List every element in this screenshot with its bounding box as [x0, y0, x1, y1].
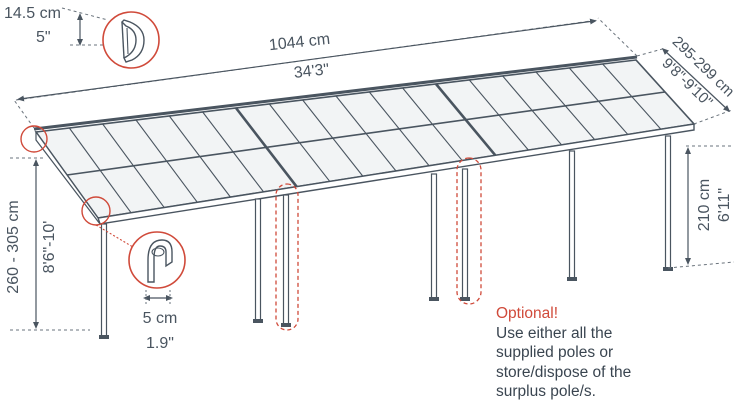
rafter — [202, 111, 264, 193]
post — [568, 150, 576, 281]
optional-note-heading: Optional! — [496, 305, 559, 322]
front-height-dimension: 260 - 305 cm 8'6"-10' — [5, 157, 90, 331]
rafter — [102, 123, 165, 208]
rafter — [335, 95, 397, 172]
profile-in-label: 5" — [36, 29, 51, 46]
gutter-detail: 5 cm 1.9" — [128, 231, 186, 352]
post — [461, 168, 469, 301]
post-foot — [663, 267, 673, 271]
post-foot — [99, 335, 109, 339]
post-foot — [253, 319, 263, 323]
length-cm-label: 1044 cm — [268, 31, 331, 54]
rafter — [268, 103, 331, 182]
length-ft-label: 34'3" — [293, 61, 330, 82]
rafter — [135, 119, 198, 203]
rafter — [68, 127, 132, 214]
optional-note-line-3: store/dispose of the — [496, 363, 632, 381]
rafters — [68, 63, 662, 214]
post — [664, 135, 672, 271]
posts — [99, 135, 673, 339]
profile-detail: 14.5 cm 5" — [4, 5, 160, 69]
post — [100, 223, 108, 339]
rafter — [368, 91, 430, 167]
gutter-cm-label: 5 cm — [143, 310, 178, 327]
rafter — [602, 63, 662, 130]
profile-detail-circle — [102, 11, 160, 69]
post — [430, 173, 438, 301]
corner-detail-circle — [20, 125, 48, 153]
post-foot — [567, 277, 577, 281]
post-foot — [281, 323, 291, 327]
post-foot — [460, 297, 470, 301]
gutter-in-label: 1.9" — [146, 335, 174, 352]
rafter — [302, 99, 364, 177]
back-height-dimension: 210 cm 6'11" — [667, 145, 735, 269]
post — [254, 198, 262, 323]
optional-note-line-2: supplied poles or — [496, 344, 614, 361]
length-dimension: 1044 cm 34'3" — [13, 17, 638, 129]
optional-note-line-4: surplus pole/s. — [496, 383, 596, 400]
optional-note-line-1: Use either all the — [496, 324, 613, 342]
profile-cm-label: 14.5 cm — [4, 5, 61, 22]
back-height-cm-label: 210 cm — [696, 179, 713, 231]
roof — [33, 55, 696, 225]
section-joint — [234, 107, 298, 188]
profile-section-icon — [121, 19, 145, 63]
back-height-ft-label: 6'11" — [716, 188, 733, 222]
front-height-cm-label: 260 - 305 cm — [5, 200, 22, 293]
post — [282, 194, 290, 327]
optional-pole-marker-2 — [456, 157, 482, 305]
rafter — [168, 115, 231, 198]
optional-pole-marker-1 — [275, 183, 299, 331]
optional-note: Optional! Use either all the supplied po… — [496, 304, 736, 402]
post-foot — [429, 297, 439, 301]
front-height-ft-label: 8'6"-10' — [41, 221, 58, 274]
